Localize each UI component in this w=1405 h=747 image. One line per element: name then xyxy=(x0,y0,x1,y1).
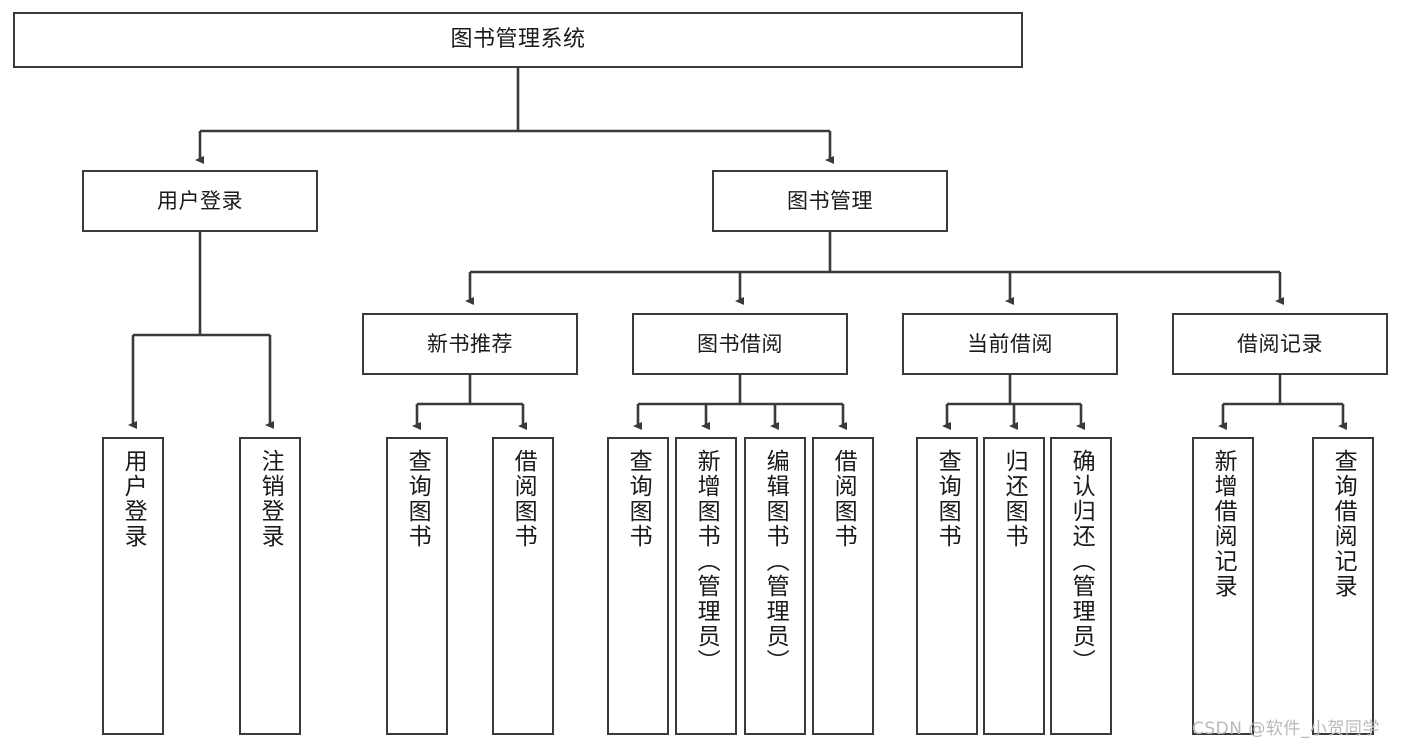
leaf-current-borrow-return-book[interactable]: 归还图书 xyxy=(983,437,1045,735)
node-label: 当前借阅 xyxy=(967,331,1053,356)
leaf-borrow-record-add-record[interactable]: 新增借阅记录 xyxy=(1192,437,1254,735)
leaf-book-borrow-borrow-book[interactable]: 借阅图书 xyxy=(812,437,874,735)
node-label: 注销登录 xyxy=(257,449,284,549)
node-user-login[interactable]: 用户登录 xyxy=(82,170,318,232)
node-label: 查询图书 xyxy=(404,449,431,549)
node-label: 新书推荐 xyxy=(427,331,513,356)
node-label: 借阅记录 xyxy=(1237,331,1323,356)
node-root-system[interactable]: 图书管理系统 xyxy=(13,12,1023,68)
node-label: 用户登录 xyxy=(157,188,243,213)
node-label: 查询图书 xyxy=(625,449,652,549)
node-label: 用户登录 xyxy=(120,449,147,549)
leaf-current-borrow-confirm-return[interactable]: 确认归还（管理员） xyxy=(1050,437,1112,735)
node-label: 图书管理系统 xyxy=(450,27,586,53)
leaf-user-login-logout[interactable]: 注销登录 xyxy=(239,437,301,735)
node-label: 查询图书 xyxy=(934,449,961,549)
node-label: 图书管理 xyxy=(787,188,873,213)
leaf-new-book-borrow-book[interactable]: 借阅图书 xyxy=(492,437,554,735)
node-label: 归还图书 xyxy=(1001,449,1028,549)
node-borrow-record[interactable]: 借阅记录 xyxy=(1172,313,1388,375)
leaf-new-book-query-book[interactable]: 查询图书 xyxy=(386,437,448,735)
leaf-borrow-record-query-record[interactable]: 查询借阅记录 xyxy=(1312,437,1374,735)
leaf-book-borrow-query-book[interactable]: 查询图书 xyxy=(607,437,669,735)
node-label: 新增借阅记录 xyxy=(1210,449,1237,599)
leaf-book-borrow-edit-book[interactable]: 编辑图书（管理员） xyxy=(744,437,806,735)
node-label: 编辑图书（管理员） xyxy=(762,449,789,674)
leaf-book-borrow-add-book[interactable]: 新增图书（管理员） xyxy=(675,437,737,735)
node-book-management[interactable]: 图书管理 xyxy=(712,170,948,232)
leaf-user-login-login[interactable]: 用户登录 xyxy=(102,437,164,735)
node-label: 借阅图书 xyxy=(510,449,537,549)
leaf-current-borrow-query-book[interactable]: 查询图书 xyxy=(916,437,978,735)
csdn-watermark: CSDN @软件_小贺同学 xyxy=(1192,719,1380,739)
node-label: 查询借阅记录 xyxy=(1330,449,1357,599)
node-label: 新增图书（管理员） xyxy=(693,449,720,674)
node-label: 图书借阅 xyxy=(697,331,783,356)
node-book-borrow[interactable]: 图书借阅 xyxy=(632,313,848,375)
node-label: 确认归还（管理员） xyxy=(1068,449,1095,674)
node-label: 借阅图书 xyxy=(830,449,857,549)
node-new-book-recommend[interactable]: 新书推荐 xyxy=(362,313,578,375)
node-current-borrow[interactable]: 当前借阅 xyxy=(902,313,1118,375)
